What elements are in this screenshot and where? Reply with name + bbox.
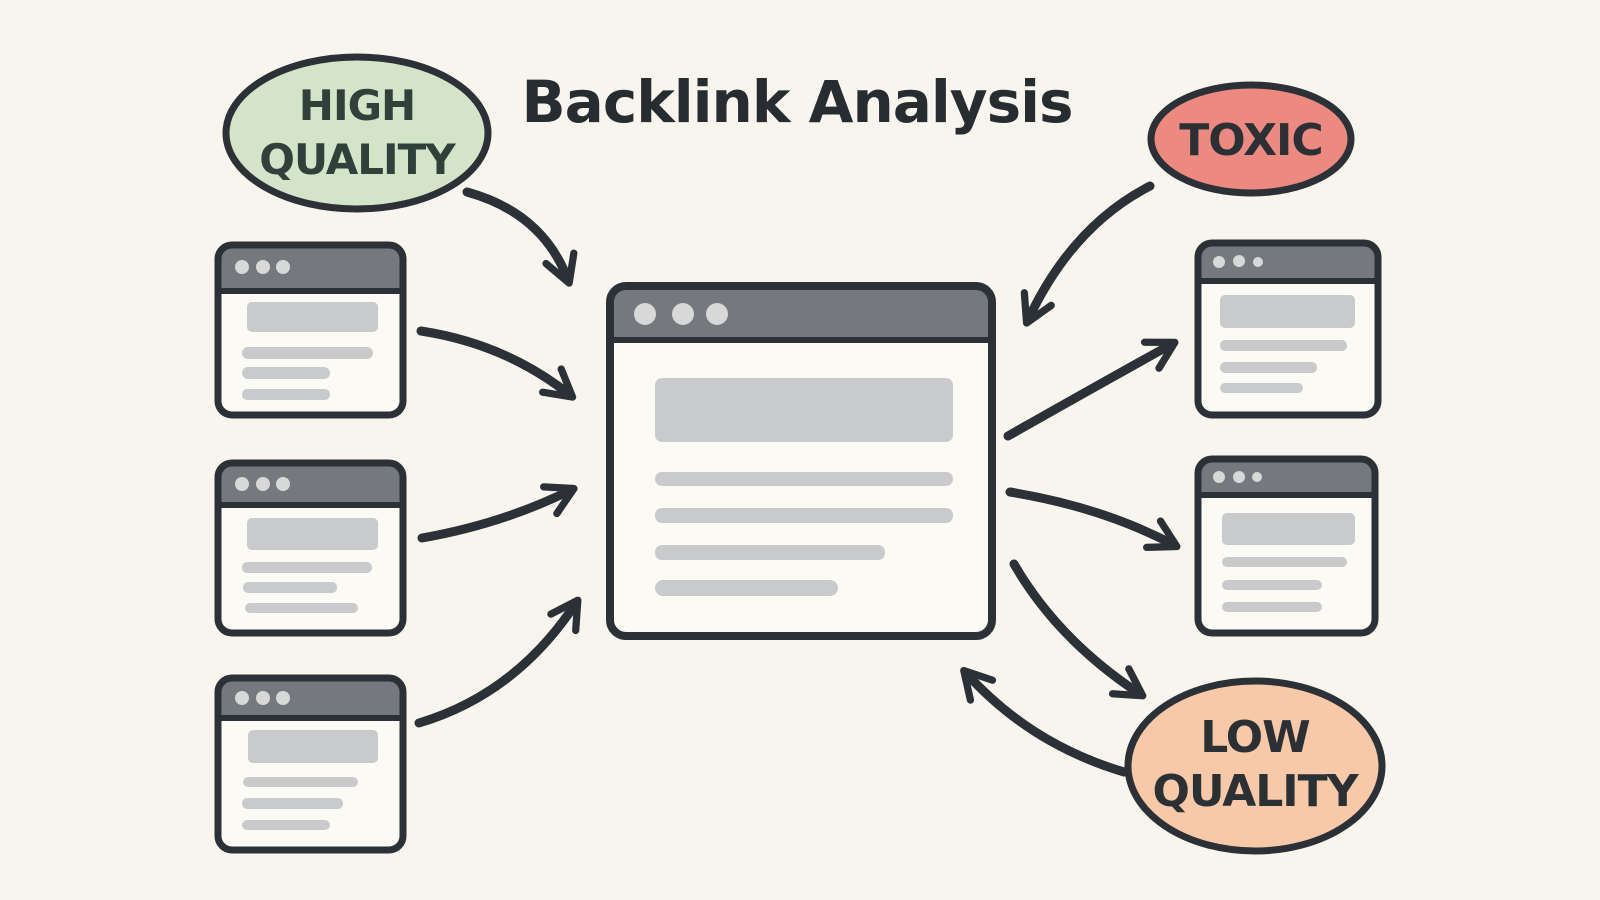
content-line [242,389,330,400]
window-dot [1213,256,1225,268]
window-titlebar [218,678,403,718]
window-dot [1213,471,1225,483]
content-line [242,562,372,573]
arrow-left3-to-center [414,596,582,728]
content-line [655,508,953,523]
content-block [655,378,953,442]
high-quality-node: HIGH QUALITY [222,53,492,213]
arrow-toxic-to-center [1020,181,1155,327]
window-dot [1233,255,1245,267]
target-site-window-right-2 [1194,455,1379,637]
content-block [247,518,378,550]
window-dot [1253,257,1263,267]
high-quality-oval [222,53,492,213]
window-dots-icon [634,303,728,325]
content-line [1220,362,1317,373]
window-dot [256,477,270,491]
toxic-node: TOXIC [1147,81,1355,197]
window-dot [634,303,656,325]
window-dots-icon [235,260,290,274]
content-block [248,730,378,763]
window-outline [606,282,996,640]
window-outline [1194,455,1379,637]
arrow-center-to-low-quality [1009,559,1147,700]
content-block [1220,295,1355,328]
content-line [1220,340,1347,351]
content-line [1222,580,1322,590]
window-outline [1194,239,1382,419]
target-site-window-right-1 [1194,239,1382,419]
source-site-window-left-2 [214,459,407,637]
window-titlebar [1198,243,1378,281]
arrow-left1-to-center [416,326,577,401]
content-line [242,798,343,809]
source-site-window-left-1 [214,241,407,419]
toxic-oval [1147,81,1355,197]
toxic-label: TOXIC [1179,115,1322,166]
window-outline [214,674,407,854]
window-dot [256,260,270,274]
arrow-center-to-right2 [1005,487,1181,551]
window-dots-icon [235,477,290,491]
arrow-left2-to-center [417,483,578,543]
window-dot [235,477,249,491]
window-titlebar [610,286,992,340]
window-dots-icon [1213,471,1262,483]
content-line [243,777,358,787]
window-titlebar [1198,459,1375,495]
window-outline [214,241,407,419]
content-block [1222,513,1355,545]
low-quality-node: LOW QUALITY [1124,677,1386,855]
window-dots-icon [235,691,290,705]
window-dot [672,303,694,325]
arrow-low-quality-to-center [960,666,1129,777]
window-dot [276,691,290,705]
content-line [655,580,838,596]
window-dot [1252,472,1262,482]
window-dot [235,260,249,274]
window-dot [256,691,270,705]
window-titlebar [218,463,403,505]
content-line [242,347,373,359]
window-dot [1233,471,1245,483]
window-dot [276,477,290,491]
analyzed-site-window-center [606,282,996,640]
low-quality-label-line1: LOW [1200,712,1310,763]
page-title: Backlink Analysis [521,68,1072,136]
content-line [245,603,358,613]
content-line [1222,557,1347,567]
arrow-center-to-right1 [1003,338,1179,441]
content-line [655,472,953,486]
source-site-window-left-3 [214,674,407,854]
content-line [243,582,337,593]
content-line [1220,383,1303,393]
content-line [655,545,885,560]
content-line [242,820,330,830]
window-dots-icon [1213,255,1263,268]
low-quality-oval [1124,677,1386,855]
high-quality-label-line1: HIGH [299,81,415,130]
arrow-high-quality-to-center [462,187,578,287]
high-quality-label-line2: QUALITY [259,135,456,184]
window-dot [276,260,290,274]
window-dot [235,691,249,705]
window-outline [214,459,407,637]
content-line [1222,602,1322,612]
window-dot [706,303,728,325]
content-block [247,302,378,332]
window-titlebar [218,245,403,291]
low-quality-label-line2: QUALITY [1152,766,1359,817]
content-line [242,367,330,379]
